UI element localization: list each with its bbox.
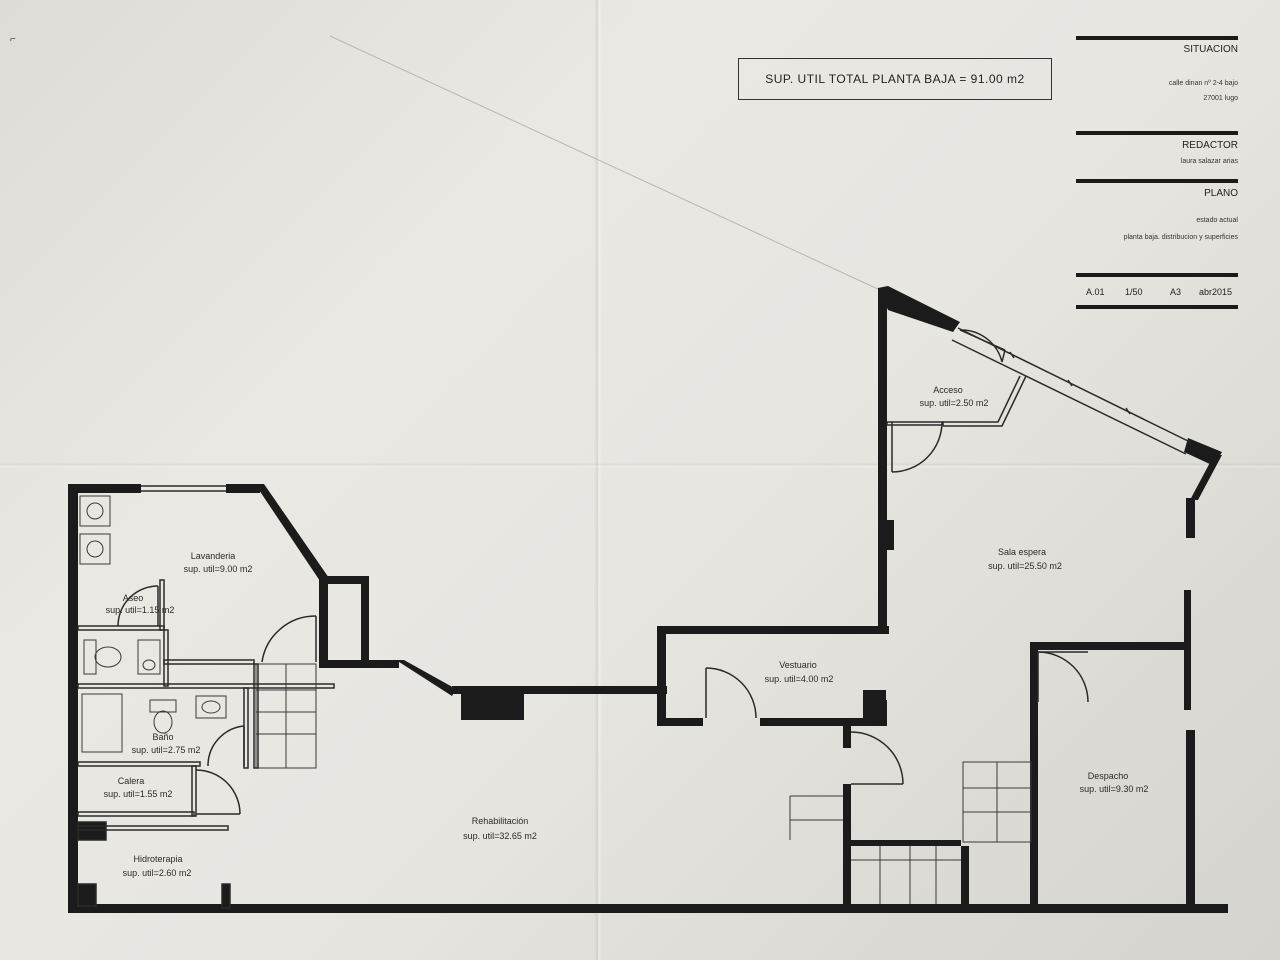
redactor-name: laura salazar arias <box>1180 158 1238 165</box>
room-area-sala-espera: sup. util=25.50 m2 <box>988 561 1062 571</box>
glazing <box>951 327 1191 455</box>
left-wing-interior <box>77 485 335 909</box>
room-name-lavanderia: Lavanderia <box>191 551 236 561</box>
crop-mark-top-left: ⌐ <box>10 34 16 45</box>
plano-state: estado actual <box>1196 217 1238 224</box>
room-area-bano: sup. util=2.75 m2 <box>132 745 201 755</box>
title-block-rule <box>1076 131 1238 135</box>
situacion-heading: SITUACION <box>1183 44 1238 55</box>
vertical-fold-crease <box>594 0 602 960</box>
room-name-hidroterapia: Hidroterapia <box>133 854 182 864</box>
room-name-vestuario: Vestuario <box>779 660 817 670</box>
total-area-box: SUP. UTIL TOTAL PLANTA BAJA = 91.00 m2 <box>738 58 1052 100</box>
room-name-calera: Calera <box>118 776 145 786</box>
title-block-rule <box>1076 305 1238 309</box>
plano-heading: PLANO <box>1204 188 1238 199</box>
paper-crease-diagonal <box>329 35 881 291</box>
room-area-calera: sup. util=1.55 m2 <box>104 789 173 799</box>
room-name-bano: Baño <box>152 732 173 742</box>
total-area-label: SUP. UTIL TOTAL PLANTA BAJA = 91.00 m2 <box>765 72 1025 86</box>
plano-description: planta baja. distribucion y superficies <box>1123 234 1238 241</box>
center-stair <box>789 731 1032 904</box>
room-area-vestuario: sup. util=4.00 m2 <box>765 674 834 684</box>
room-area-acceso: sup. util=2.50 m2 <box>920 398 989 408</box>
despacho-door <box>1037 651 1089 703</box>
title-block-rule <box>1076 273 1238 277</box>
sheet-code: A.01 <box>1086 287 1105 297</box>
room-name-sala-espera: Sala espera <box>998 547 1046 557</box>
room-labels: Lavanderia sup. util=9.00 m2 Aseo sup. u… <box>104 385 1149 878</box>
vestuario-door <box>705 667 757 719</box>
redactor-heading: REDACTOR <box>1182 140 1238 151</box>
acceso-partition <box>886 329 1027 473</box>
room-area-despacho: sup. util=9.30 m2 <box>1080 784 1149 794</box>
sheet-scale: 1/50 <box>1125 287 1143 297</box>
room-area-aseo: sup. util=1.15 m2 <box>106 605 175 615</box>
sheet-paper-size: A3 <box>1170 287 1182 297</box>
room-name-despacho: Despacho <box>1088 771 1129 781</box>
room-area-hidroterapia: sup. util=2.60 m2 <box>123 868 192 878</box>
room-area-rehabilitacion: sup. util=32.65 m2 <box>463 831 537 841</box>
situacion-address: calle dinan nº 2-4 bajo <box>1168 80 1238 87</box>
room-name-rehabilitacion: Rehabilitación <box>472 816 529 826</box>
room-area-lavanderia: sup. util=9.00 m2 <box>184 564 253 574</box>
title-block-rule <box>1076 36 1238 40</box>
room-name-aseo: Aseo <box>123 593 144 603</box>
sheet-date: abr2015 <box>1199 287 1233 297</box>
situacion-city: 27001 lugo <box>1203 95 1238 102</box>
horizontal-fold-crease <box>0 462 1280 468</box>
exterior-walls <box>68 286 1228 913</box>
title-block-rule <box>1076 179 1238 183</box>
room-name-acceso: Acceso <box>933 385 963 395</box>
